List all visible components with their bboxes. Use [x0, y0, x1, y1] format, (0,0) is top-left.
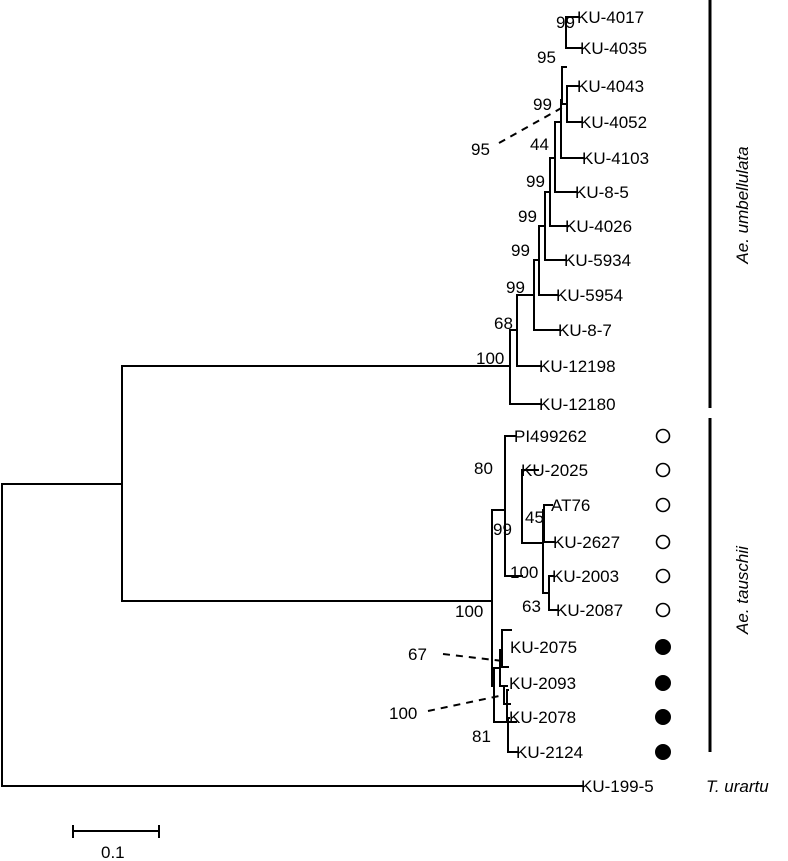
branch-umbellulata — [509, 16, 585, 405]
bootstrap-value: 99 — [526, 172, 545, 191]
outgroup-label: T. urartu — [706, 777, 769, 796]
scale-bar-label: 0.1 — [101, 843, 125, 861]
taxon-label: KU-8-5 — [575, 183, 629, 202]
tree-branches — [1, 16, 585, 787]
taxon-label: KU-5934 — [564, 251, 631, 270]
bootstrap-value: 99 — [511, 241, 530, 260]
open-circle-marker — [655, 428, 671, 444]
taxon-label: KU-2093 — [509, 674, 576, 693]
taxon-label: KU-12198 — [539, 357, 616, 376]
bootstrap-value: 99 — [533, 95, 552, 114]
filled-circle-marker — [655, 675, 671, 691]
taxon-label: KU-5954 — [556, 286, 623, 305]
open-circle-marker — [655, 534, 671, 550]
taxon-label: PI499262 — [514, 427, 587, 446]
taxon-label: KU-199-5 — [581, 777, 654, 796]
taxon-label: KU-2078 — [509, 708, 576, 727]
bootstrap-value: 100 — [455, 602, 483, 621]
taxon-label: KU-4103 — [582, 149, 649, 168]
scale-bar: 0.1 — [72, 825, 160, 861]
bootstrap-value: 100 — [476, 349, 504, 368]
taxon-label: KU-4017 — [577, 8, 644, 27]
taxon-label: KU-2003 — [552, 567, 619, 586]
taxon-label: KU-2087 — [556, 601, 623, 620]
taxon-label: KU-4052 — [580, 113, 647, 132]
open-circle-marker — [655, 602, 671, 618]
bootstrap-value: 99 — [556, 13, 575, 32]
taxon-label: KU-12180 — [539, 395, 616, 414]
taxon-label: KU-4043 — [577, 77, 644, 96]
bootstrap-value: 81 — [472, 727, 491, 746]
marker-group — [655, 428, 671, 760]
bootstrap-labels: 99 95 99 95 44 99 99 99 99 68 100 80 99 … — [389, 13, 575, 746]
bootstrap-value: 99 — [518, 207, 537, 226]
bootstrap-value: 100 — [389, 704, 417, 723]
bootstrap-value: 99 — [506, 278, 525, 297]
taxon-label: KU-4026 — [565, 217, 632, 236]
bootstrap-value: 44 — [530, 135, 549, 154]
taxon-label: KU-4035 — [580, 39, 647, 58]
bootstrap-value: 67 — [408, 645, 427, 664]
bootstrap-value: 100 — [510, 563, 538, 582]
bootstrap-value: 99 — [493, 520, 512, 539]
bootstrap-value: 45 — [525, 508, 544, 527]
branch-root — [1, 483, 583, 787]
leader-line — [442, 653, 504, 662]
bootstrap-value: 68 — [494, 314, 513, 333]
taxon-label: KU-8-7 — [558, 321, 612, 340]
bootstrap-value: 80 — [474, 459, 493, 478]
bootstrap-value: 63 — [522, 597, 541, 616]
taxon-label: KU-2025 — [521, 461, 588, 480]
open-circle-marker — [655, 497, 671, 513]
taxon-label: KU-2627 — [553, 533, 620, 552]
open-circle-marker — [655, 462, 671, 478]
branch-tauschii — [491, 435, 558, 753]
taxon-label: AT76 — [551, 496, 590, 515]
leader-lines — [427, 105, 566, 712]
branch-main — [121, 365, 511, 602]
filled-circle-marker — [655, 744, 671, 760]
clade-label-tauschii: Ae. tauschii — [733, 545, 752, 635]
bootstrap-value: 95 — [537, 48, 556, 67]
taxon-labels: KU-4017 KU-4035 KU-4043 KU-4052 KU-4103 … — [509, 8, 654, 796]
filled-circle-marker — [655, 639, 671, 655]
filled-circle-marker — [655, 709, 671, 725]
taxon-label: KU-2075 — [510, 638, 577, 657]
open-circle-marker — [655, 568, 671, 584]
bootstrap-value: 95 — [471, 140, 490, 159]
clade-label-umbellulata: Ae. umbellulata — [733, 146, 752, 264]
taxon-label: KU-2124 — [516, 743, 583, 762]
leader-line — [427, 695, 500, 712]
